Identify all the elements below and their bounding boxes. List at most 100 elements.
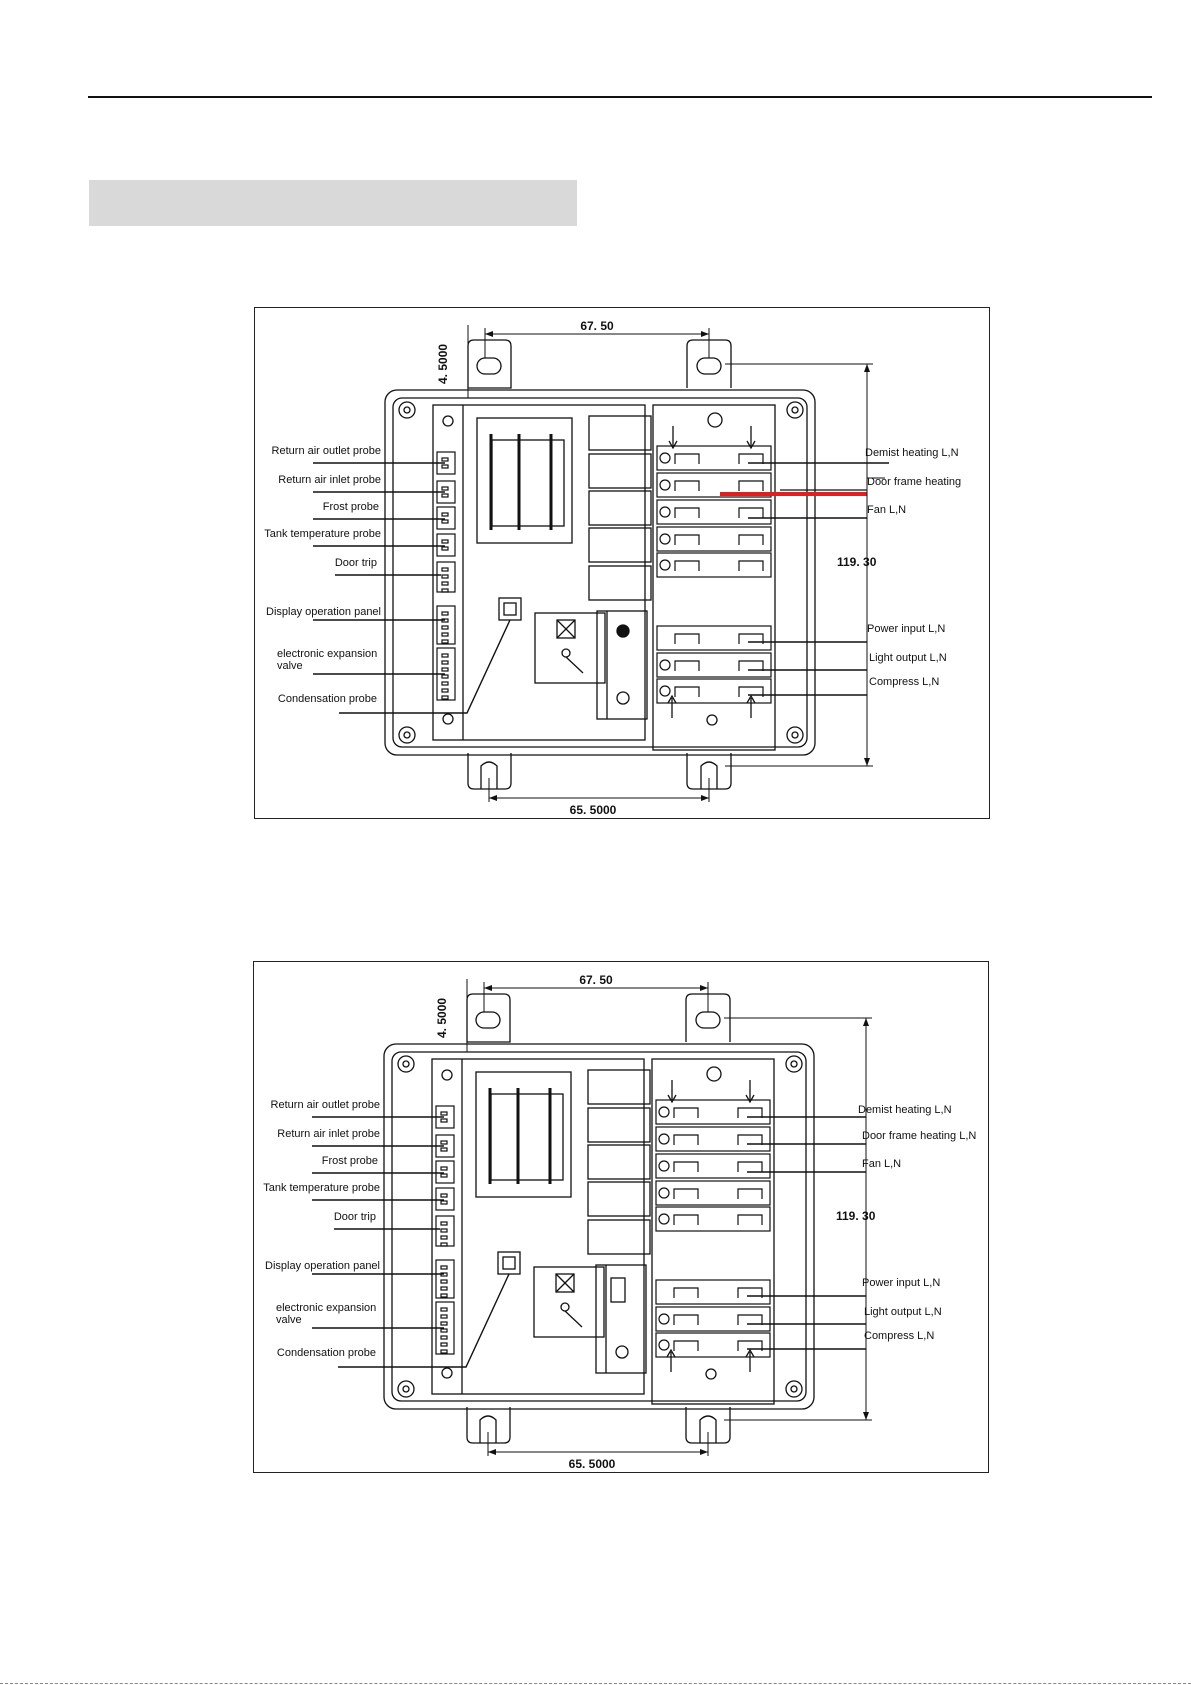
dim-arrowhead: [701, 331, 709, 337]
arrow-down: [745, 1094, 755, 1104]
terminal-block: [655, 1206, 771, 1232]
label-door-frame-heating: Door frame heating L,N: [862, 1130, 976, 1142]
ground-screw: [706, 1066, 722, 1082]
mounting-slot: [699, 1415, 717, 1443]
connector-pin: [441, 588, 449, 593]
terminal-contact: [738, 534, 764, 545]
wiring-diagram-1: 67. 50 65. 5000 119. 30 4. 5000 Return a…: [254, 307, 990, 819]
mounting-slot: [475, 1011, 501, 1029]
screw-hole: [397, 1055, 415, 1073]
connector-pin: [440, 1349, 448, 1354]
mounting-slot: [695, 1011, 721, 1029]
probe-connector: [436, 533, 456, 557]
dim-offset-label: 4. 5000: [435, 998, 449, 1038]
terminal-block: [656, 445, 772, 471]
connector-pin: [440, 1328, 448, 1333]
screw-hole: [785, 1055, 803, 1073]
enclosure-inner: [392, 397, 808, 748]
footer-rule: [0, 1683, 1191, 1685]
component-element: [556, 619, 576, 639]
arrow-down: [746, 440, 756, 450]
connector-pin: [441, 653, 449, 658]
mounting-tab: [467, 339, 512, 389]
terminal-mount: [705, 1368, 717, 1380]
label-light-output: Light output L,N: [864, 1306, 942, 1318]
connector-pin: [441, 674, 449, 679]
label-condensation-probe: Condensation probe: [278, 693, 377, 705]
screw-hole: [790, 1060, 798, 1068]
label-electronic-expansion: electronic expansion: [276, 1302, 376, 1314]
terminal-block: [655, 1153, 771, 1179]
connector-pin: [441, 625, 449, 630]
connector-pin: [440, 1342, 448, 1347]
label-condensation-probe: Condensation probe: [277, 1347, 376, 1359]
screw-hole: [791, 406, 799, 414]
dim-arrowhead: [485, 331, 493, 337]
demist-heating-icon: [659, 452, 671, 464]
dim-arrowhead: [489, 795, 497, 801]
component-element: [555, 1273, 575, 1293]
screw-hole: [785, 1380, 803, 1398]
terminal-contact: [738, 480, 764, 491]
label-demist-heating: Demist heating L,N: [858, 1104, 952, 1116]
probe-connector: [436, 605, 456, 645]
relay: [587, 1069, 651, 1105]
pcb-board: [431, 1058, 645, 1395]
terminal-contact: [737, 1134, 763, 1145]
component-block: [533, 1266, 605, 1338]
connector-pin: [440, 1193, 448, 1198]
terminal-block: [656, 678, 772, 704]
component-element: [556, 619, 576, 639]
probe-connector: [436, 506, 456, 530]
mounting-slot: [476, 357, 502, 375]
heatsink-screw: [616, 691, 630, 705]
connector-pins: [502, 1256, 516, 1270]
connector-pin: [441, 519, 449, 524]
connector-pin: [440, 1286, 448, 1291]
condensation-connector: [497, 1251, 521, 1275]
compressor-icon: [659, 685, 671, 697]
label-fan: Fan L,N: [862, 1158, 901, 1170]
connector-pin: [440, 1293, 448, 1298]
light-icon: [658, 1313, 670, 1325]
connector-pin: [441, 695, 449, 700]
terminal-contact: [673, 1314, 699, 1325]
connector-pin: [441, 486, 449, 491]
enclosure-outer: [383, 1043, 815, 1410]
terminal-contact: [737, 1340, 763, 1351]
probe-connector: [435, 1160, 455, 1184]
pcb-mount: [441, 1367, 453, 1379]
connector-pin: [441, 681, 449, 686]
connector-pin: [441, 660, 449, 665]
label-compress: Compress L,N: [864, 1330, 934, 1342]
dim-top-width-label: 67. 50: [580, 319, 614, 333]
connector-pin: [441, 464, 449, 469]
connector-pin: [440, 1200, 448, 1205]
terminal-contact: [738, 453, 764, 464]
connector-pin: [441, 539, 449, 544]
label-electronic-expansion: electronic expansion: [277, 648, 377, 660]
enclosure-inner: [391, 1051, 807, 1402]
wiring-diagram-2: 67. 50 65. 5000 119. 30 4. 5000 Return a…: [253, 961, 989, 1473]
screw-hole: [403, 406, 411, 414]
mounting-tab: [466, 993, 511, 1043]
mounting-slot: [696, 357, 722, 375]
pcb-mount: [441, 1069, 453, 1081]
label-display-operation-panel: Display operation panel: [266, 606, 381, 618]
label-door-trip: Door trip: [335, 557, 377, 569]
screw-hole: [790, 1385, 798, 1393]
connector-pin: [440, 1147, 448, 1152]
mounting-slot: [480, 761, 498, 789]
terminal-block: [656, 472, 772, 498]
terminal-block: [656, 499, 772, 525]
heatsink-component: [610, 1277, 626, 1303]
pcb-mount: [442, 415, 454, 427]
terminal-contact: [674, 686, 700, 697]
terminal-contact: [674, 560, 700, 571]
dim-arrowhead: [864, 758, 870, 766]
label-display-operation-panel: Display operation panel: [265, 1260, 380, 1272]
label-valve: valve: [277, 660, 303, 672]
connector-pin: [441, 457, 449, 462]
door-heating-icon: [658, 1133, 670, 1145]
pcb-board: [432, 404, 646, 741]
